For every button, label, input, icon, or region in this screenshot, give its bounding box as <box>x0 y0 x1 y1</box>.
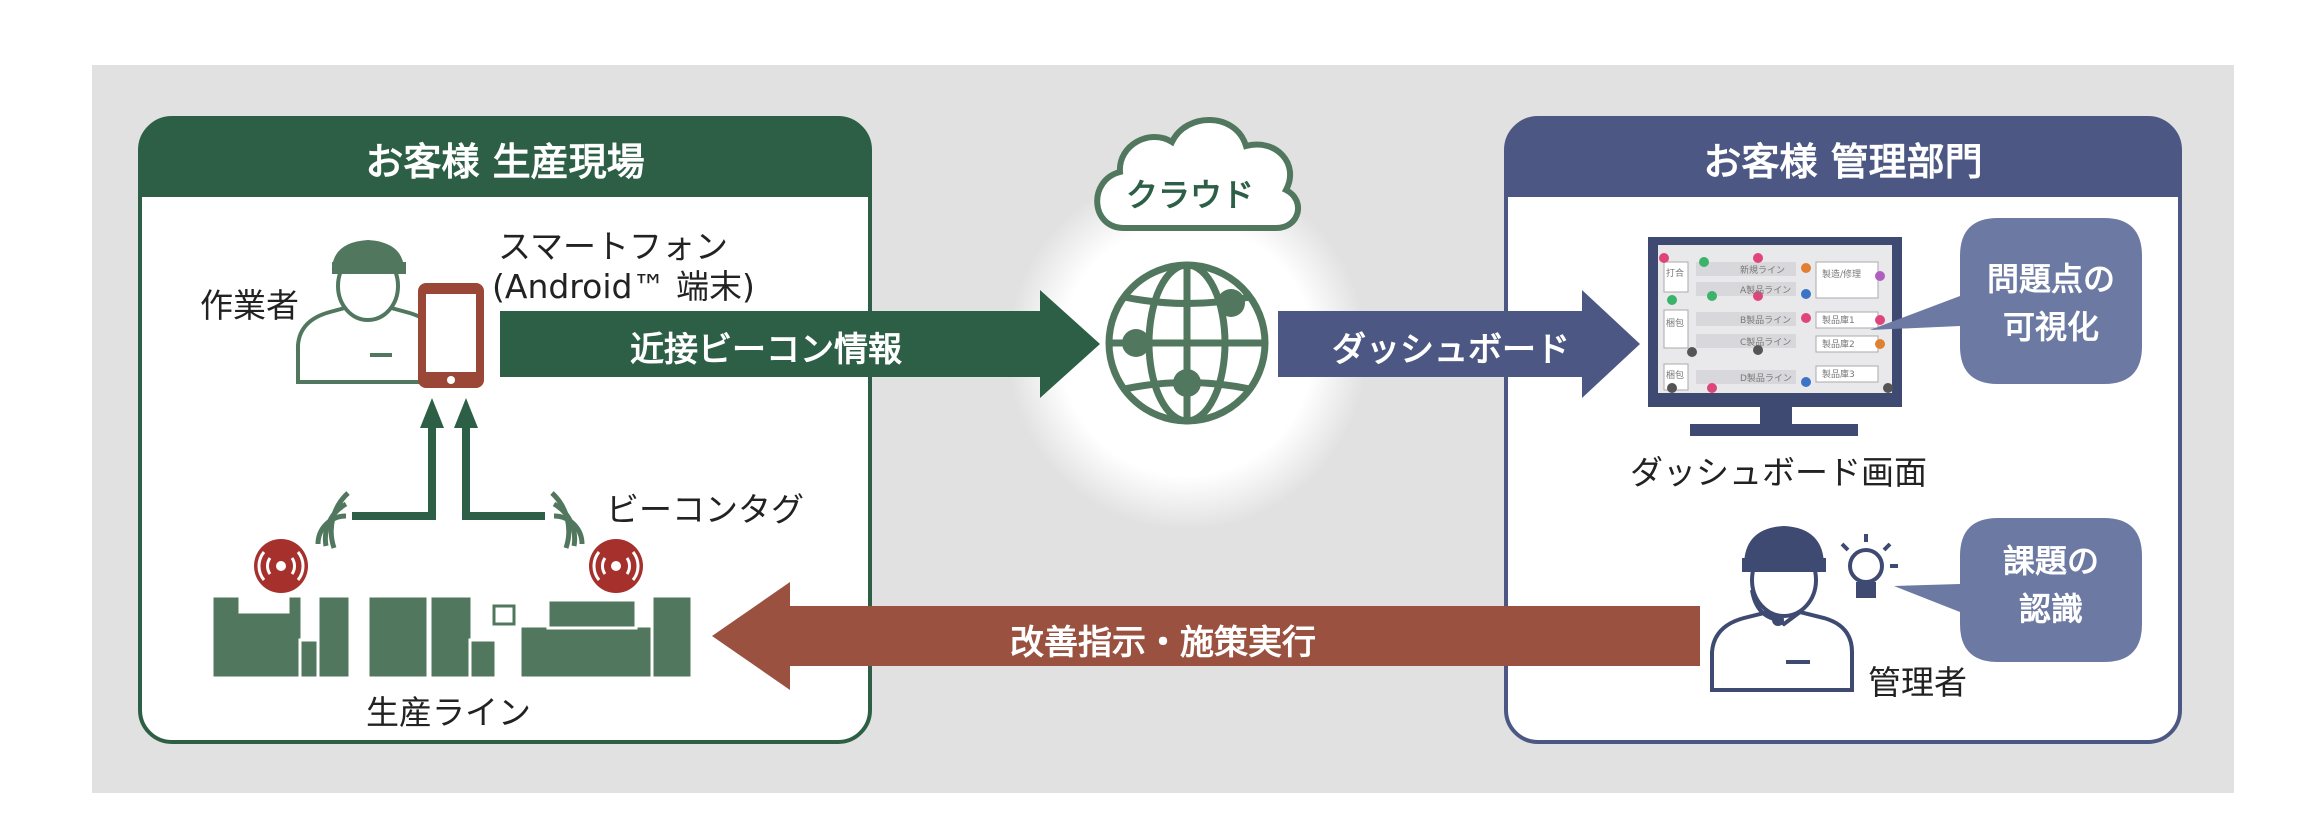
beacon-tag-icon-right <box>589 539 643 593</box>
production-site-title: お客様 生産現場 <box>141 119 869 197</box>
improvement-arrow-label: 改善指示・施策実行 <box>1010 623 1316 663</box>
signal-icon-right <box>550 491 585 549</box>
dash-line-label-3: B製品ライン <box>1740 314 1791 326</box>
visualize-bubble-line2: 可視化 <box>2002 308 2099 346</box>
beacon-tag-icon-left <box>254 539 308 593</box>
smartphone-label-line2: (Android™ 端末) <box>492 267 755 306</box>
improvement-arrow <box>712 582 1700 690</box>
production-line-icon <box>210 594 694 680</box>
manager-icon <box>1710 525 1854 692</box>
dash-left-label-1: 打合 <box>1666 267 1684 279</box>
visualize-bubble-line1: 問題点の <box>1986 260 2115 298</box>
production-line-label: 生産ライン <box>366 693 531 732</box>
dashboard-screen-content: 新規ライン A製品ライン B製品ライン C製品ライン D製品ライン 製造/修理 … <box>1659 253 1893 393</box>
dash-line-label-5: D製品ライン <box>1740 372 1792 384</box>
dash-left-label-3: 梱包 <box>1666 369 1684 381</box>
signal-icon-left <box>315 491 350 549</box>
dash-right-label-2: 製品庫1 <box>1822 314 1855 326</box>
dash-left-label-2: 梱包 <box>1666 317 1684 329</box>
recognize-bubble-line2: 認識 <box>2018 590 2083 628</box>
globe-nodes <box>1122 289 1245 397</box>
smartphone-icon <box>418 283 484 388</box>
beacon-to-phone-arrows <box>352 420 545 520</box>
worker-icon <box>296 239 440 384</box>
cloud-icon <box>1094 117 1301 231</box>
recognize-bubble-line1: 課題の <box>2002 542 2099 580</box>
dash-line-label-4: C製品ライン <box>1740 336 1791 348</box>
dash-right-label-3: 製品庫2 <box>1822 338 1855 350</box>
beacon-tag-label: ビーコンタグ <box>606 490 804 529</box>
visualize-bubble <box>1870 218 2142 384</box>
beacon-info-arrow <box>500 290 1100 398</box>
beacon-info-arrow-label: 近接ビーコン情報 <box>630 330 902 370</box>
dash-right-label-4: 製品庫3 <box>1822 368 1855 380</box>
management-dept-title: お客様 管理部門 <box>1507 119 2179 197</box>
smartphone-label-line1: スマートフォン <box>498 227 729 266</box>
dashboard-arrow-label: ダッシュボード <box>1332 330 1570 370</box>
recognize-bubble <box>1894 518 2142 662</box>
dash-line-label-1: 新規ライン <box>1740 264 1785 276</box>
dashboard-screen-label: ダッシュボード画面 <box>1630 453 1927 492</box>
dashboard-arrow <box>1278 290 1640 398</box>
lightbulb-icon <box>1840 534 1898 598</box>
cloud-label: クラウド <box>1126 176 1255 214</box>
worker-label: 作業者 <box>200 286 299 325</box>
dash-right-label-1: 製造/修理 <box>1822 268 1861 280</box>
manager-label: 管理者 <box>1868 663 1967 702</box>
dash-line-label-2: A製品ライン <box>1740 284 1791 296</box>
